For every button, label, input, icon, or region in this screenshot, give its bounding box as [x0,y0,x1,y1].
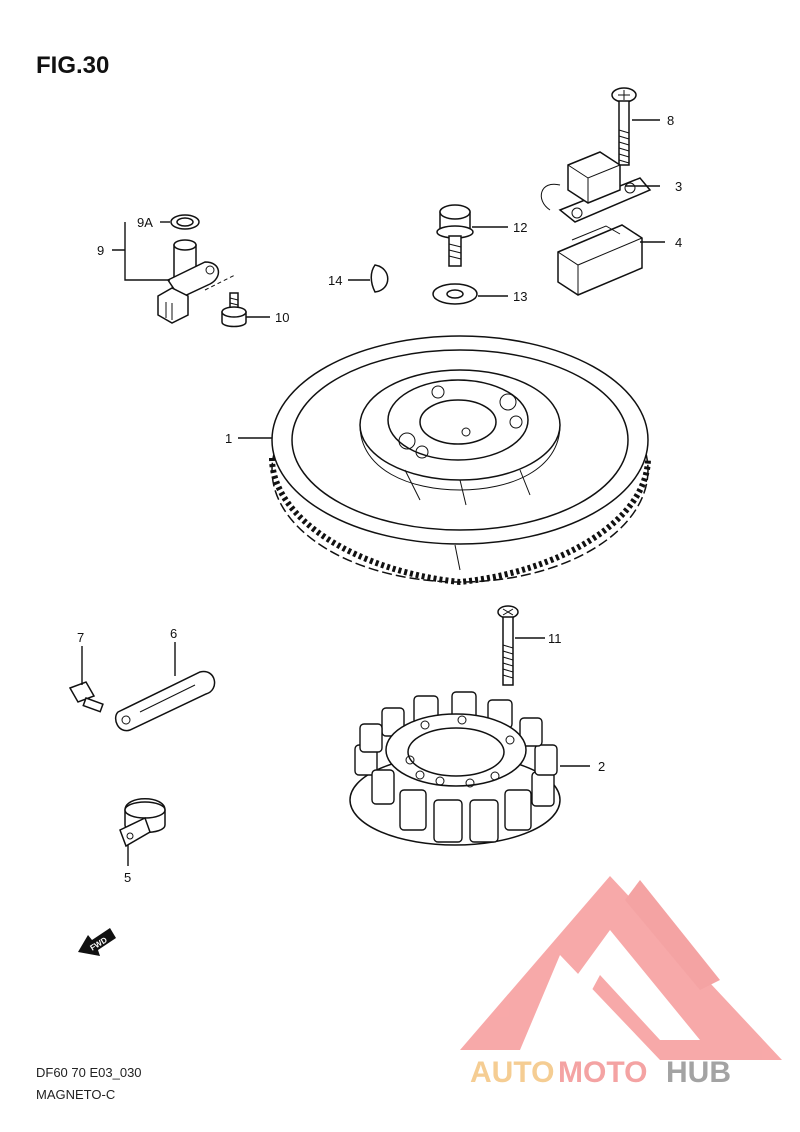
part-2-stator [349,691,561,846]
watermark-hub: HUB [666,1056,731,1089]
part-1-flywheel [269,335,651,586]
part-11-bolt [497,605,519,686]
callout-9: 9 [97,243,104,258]
callout-9a: 9A [137,215,153,230]
footer-code: DF60 70 E03_030 [36,1065,142,1080]
part-14-key [370,264,389,293]
part-8-bolt [611,87,637,166]
part-9-sensor [157,214,236,324]
callout-4: 4 [675,235,682,250]
callout-14: 14 [328,273,342,288]
callout-7: 7 [77,630,84,645]
part-7-bolt [68,681,104,713]
callout-12: 12 [513,220,527,235]
watermark-auto: AUTO [470,1056,554,1089]
part-5-clamp [119,798,166,848]
part-13-washer [432,283,478,305]
part-10-bolt [221,292,247,328]
part-3-unit [540,151,652,223]
callout-5: 5 [124,870,131,885]
callout-1: 1 [225,431,232,446]
callout-11: 11 [548,631,562,646]
callout-13: 13 [513,289,527,304]
watermark-moto: MOTO [558,1056,647,1089]
triangle-m-logo-icon [460,876,782,1060]
part-6-strap [114,670,216,732]
callout-3: 3 [675,179,682,194]
footer-name: MAGNETO-C [36,1087,115,1102]
part-4-block [557,224,643,296]
callout-2: 2 [598,759,605,774]
callout-8: 8 [667,113,674,128]
part-12-bolt [436,204,474,267]
figure-title: FIG.30 [36,52,109,79]
callout-6: 6 [170,626,177,641]
watermark-logo: AUTO MOTO HUB [460,876,782,1089]
leader-9 [112,222,170,281]
forward-arrow-icon: FWD [78,928,116,956]
callout-10: 10 [275,310,289,325]
